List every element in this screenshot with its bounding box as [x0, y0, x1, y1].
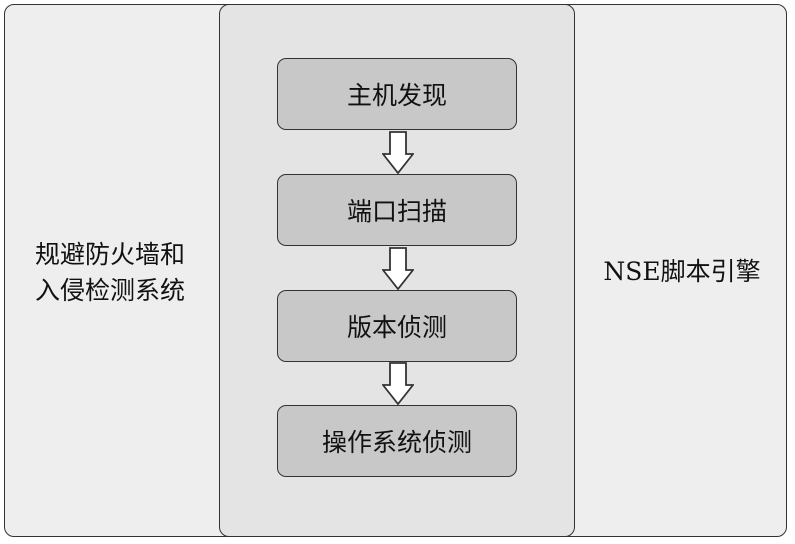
step-label: 操作系统侦测 [321, 428, 472, 457]
step-os-detection: 操作系统侦测 [277, 405, 517, 477]
step-label: 版本侦测 [346, 313, 447, 342]
right-side-label: NSE脚本引擎 [603, 257, 761, 286]
step-version-detection: 版本侦测 [277, 290, 517, 362]
step-host-discovery: 主机发现 [277, 58, 517, 130]
step-label: 端口扫描 [346, 197, 447, 226]
down-arrow-icon [382, 362, 414, 405]
down-arrow-icon [382, 131, 414, 174]
left-side-label: 规避防火墙和 入侵检测系统 [14, 237, 206, 309]
down-arrow-icon [382, 247, 414, 290]
step-label: 主机发现 [346, 81, 447, 110]
left-label-line1: 规避防火墙和 [34, 240, 185, 269]
step-port-scan: 端口扫描 [277, 174, 517, 246]
left-label-line2: 入侵检测系统 [34, 276, 185, 305]
